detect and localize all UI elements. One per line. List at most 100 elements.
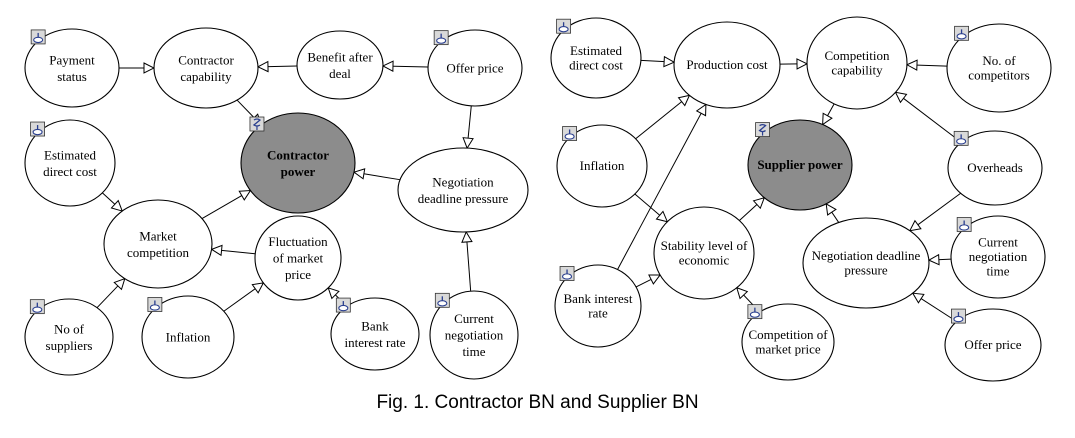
node-label-line: Current xyxy=(978,235,1018,250)
node-label-line: Market xyxy=(139,228,177,243)
node-overheads[interactable]: Overheads xyxy=(947,130,1043,206)
node-label-line: No. of xyxy=(982,53,1016,68)
node-market[interactable]: Market competition xyxy=(103,199,213,289)
node-ellipse xyxy=(673,21,781,109)
node-ellipse xyxy=(747,119,853,211)
node-ellipse xyxy=(802,217,930,309)
edge-inflation-to-prodcost xyxy=(635,95,690,140)
chance-node-icon xyxy=(434,292,450,308)
node-ellipse xyxy=(153,27,259,109)
node-ellipse xyxy=(24,119,116,207)
node-offer[interactable]: Offer price xyxy=(944,308,1042,382)
node-capability[interactable]: Contractor capability xyxy=(153,27,259,109)
node-label-line: interest rate xyxy=(345,335,406,350)
node-label-line: Bank interest xyxy=(564,291,633,306)
node-ellipse xyxy=(254,215,342,301)
node-label-line: economic xyxy=(679,252,730,267)
node-label-line: Overheads xyxy=(967,160,1023,175)
node-ellipse xyxy=(741,303,835,381)
node-label-line: direct cost xyxy=(569,57,623,72)
node-label-line: market price xyxy=(755,341,821,356)
edge-deadline-to-power xyxy=(354,172,401,181)
chance-node-icon xyxy=(956,217,972,232)
node-offer[interactable]: Offer price xyxy=(427,29,523,107)
edge-estcost-to-market xyxy=(102,192,122,211)
node-label-line: competition xyxy=(127,245,190,260)
node-label-line: competitors xyxy=(968,67,1029,82)
edge-overheads-to-deadline xyxy=(910,192,961,230)
chance-node-icon xyxy=(30,29,46,45)
node-ellipse xyxy=(296,30,384,100)
node-label-line: Competition xyxy=(825,48,891,63)
utility-node-icon xyxy=(755,122,770,137)
node-ellipse xyxy=(944,308,1042,382)
node-label-line: Stability level of xyxy=(661,238,748,253)
edge-stability-to-power xyxy=(739,198,764,221)
edge-inflation-to-fluct xyxy=(223,283,264,312)
node-ellipse xyxy=(24,28,120,108)
node-power[interactable]: Supplier power xyxy=(747,119,853,211)
node-label-line: Estimated xyxy=(570,43,622,58)
node-prodcost[interactable]: Production cost xyxy=(673,21,781,109)
edge-compcap-to-power xyxy=(823,103,835,125)
node-label-line: Bank xyxy=(361,318,389,333)
node-label-line: deal xyxy=(329,66,351,81)
edge-inflation-to-stability xyxy=(634,193,667,222)
edge-bank-to-stability xyxy=(635,275,660,288)
node-label-line: Inflation xyxy=(580,158,625,173)
node-label-line: status xyxy=(57,69,87,84)
edge-overheads-to-compcap xyxy=(896,92,962,143)
node-label-line: time xyxy=(462,344,485,359)
node-label-line: Payment xyxy=(49,52,95,67)
node-ellipse xyxy=(556,124,648,208)
node-ellipse xyxy=(24,298,114,376)
edge-suppliers-to-market xyxy=(96,279,125,309)
chance-node-icon xyxy=(556,18,571,34)
node-label-line: Contractor xyxy=(178,52,234,67)
node-inflation[interactable]: Inflation xyxy=(556,124,648,208)
node-label-line: price xyxy=(285,267,311,282)
edge-offer-to-benefit xyxy=(383,66,429,67)
node-label-line: Competition of xyxy=(748,327,828,342)
node-label-line: negotiation xyxy=(445,328,504,343)
node-ellipse xyxy=(427,29,523,107)
node-label-line: Current xyxy=(454,311,494,326)
node-ellipse xyxy=(103,199,213,289)
node-ellipse xyxy=(397,147,529,233)
node-payment[interactable]: Payment status xyxy=(24,28,120,108)
node-benefit[interactable]: Benefit after deal xyxy=(296,30,384,100)
chance-node-icon xyxy=(335,297,351,313)
node-inflation[interactable]: Inflation xyxy=(141,295,235,379)
node-label-line: Benefit after xyxy=(307,49,373,64)
node-ellipse xyxy=(141,295,235,379)
node-label-line: pressure xyxy=(844,262,888,277)
node-label-line: Estimated xyxy=(44,147,96,162)
node-label-line: suppliers xyxy=(46,338,93,353)
edge-curtime-to-deadline xyxy=(466,232,470,292)
node-ellipse xyxy=(240,112,356,214)
chance-node-icon xyxy=(953,130,969,146)
node-bank[interactable]: Bank interest rate xyxy=(330,297,420,371)
chance-node-icon xyxy=(951,308,966,324)
node-label-line: capability xyxy=(180,69,232,84)
chance-node-icon xyxy=(30,121,46,137)
node-label-line: deadline pressure xyxy=(418,191,509,206)
node-ellipse xyxy=(653,206,755,300)
node-label-line: Offer price xyxy=(446,61,503,76)
node-ellipse xyxy=(947,130,1043,206)
